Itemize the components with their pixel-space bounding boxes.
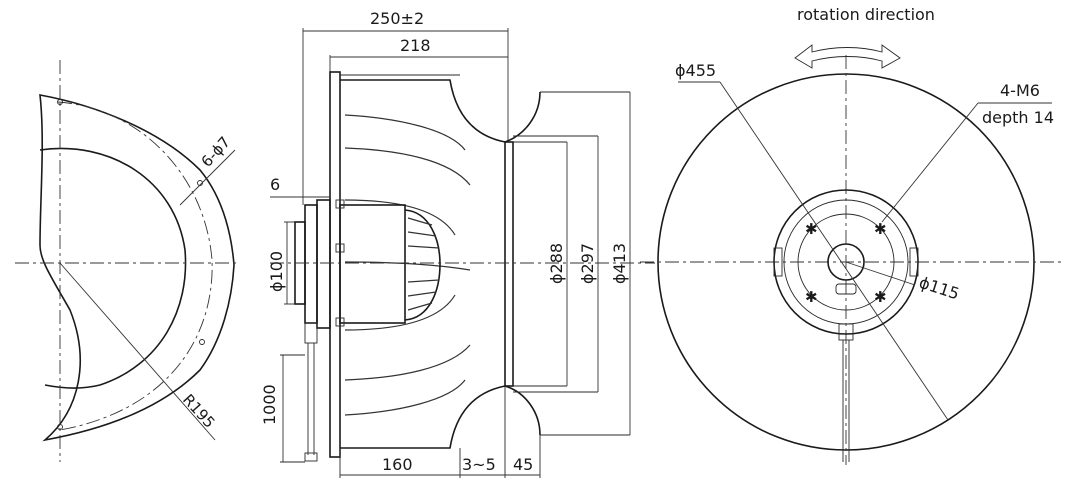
blade	[344, 199, 456, 236]
dim-160-label: 160	[382, 455, 413, 474]
hole-leader	[179, 149, 236, 206]
motor-flange	[304, 204, 318, 324]
blade	[344, 344, 471, 381]
dim-3-5-label: 3~5	[462, 455, 496, 474]
cooling-fin	[407, 231, 437, 237]
flange-inner-arc	[39, 147, 187, 389]
cooling-fin	[407, 291, 437, 297]
cable-end	[304, 452, 318, 462]
blade	[344, 294, 456, 331]
bolt-head	[335, 317, 345, 327]
motor-body	[339, 204, 406, 324]
shroud-bottom	[340, 385, 506, 449]
thread-hole-mark: ✱	[805, 288, 818, 306]
motor-end-cap	[404, 209, 441, 321]
hub-bolt-circle	[797, 213, 895, 311]
fan-front-view: rotation direction ✱ ✱ ✱ ✱ ϕ455 4-M6	[640, 5, 1065, 465]
cooling-fin	[407, 279, 440, 283]
dim-100-label: ϕ100	[267, 251, 286, 292]
cooling-fin	[407, 217, 433, 226]
leader-115	[845, 261, 916, 286]
cooling-fin	[407, 302, 433, 311]
radius-leader	[59, 262, 216, 441]
hole-label: 6-ϕ7	[198, 133, 234, 171]
radius-label: R195	[179, 391, 219, 432]
dim-218-label: 218	[400, 36, 431, 55]
rotation-label: rotation direction	[797, 5, 935, 24]
inlet-lip-bottom	[504, 385, 541, 436]
flange-partial-view: 6-ϕ7 R195	[15, 60, 240, 462]
leader-455-diag	[719, 81, 949, 421]
bolt-head	[335, 199, 345, 209]
dim-297-label: ϕ297	[578, 243, 597, 284]
dim-45-label: 45	[513, 455, 533, 474]
rotation-arrow-icon	[794, 44, 901, 69]
cable-gland-front	[838, 323, 854, 341]
bolt-head	[335, 243, 345, 253]
thread-hole-mark: ✱	[805, 220, 818, 238]
thread-hole-mark: ✱	[874, 288, 887, 306]
inlet-lip-top	[504, 91, 541, 143]
dim-288-label: ϕ288	[547, 243, 566, 284]
dim-115-label: ϕ115	[917, 273, 962, 304]
depth-label: depth 14	[982, 108, 1054, 127]
dim-overall-label: 250±2	[370, 9, 424, 28]
dim-455-label: ϕ455	[675, 61, 716, 80]
cooling-fin	[407, 245, 440, 249]
fan-side-view: 250±2 218 ϕ288 ϕ297 ϕ413	[260, 9, 655, 478]
blade	[344, 261, 471, 271]
leader-m6-diag	[881, 102, 979, 223]
hub-slot	[773, 247, 783, 277]
bolt-hole	[199, 339, 205, 345]
dim-1000-label: 1000	[260, 384, 279, 425]
cable-gland	[304, 322, 318, 344]
blade	[344, 379, 466, 416]
motor-flange-plate	[316, 199, 331, 329]
back-plate	[329, 71, 341, 458]
shroud-top	[340, 79, 506, 143]
dim-413-label: ϕ413	[610, 243, 629, 284]
thread-label: 4-M6	[1000, 81, 1040, 100]
flange-outline	[39, 94, 235, 442]
inlet-ring-inner	[504, 141, 514, 387]
hub-center	[827, 243, 865, 281]
hub-slot	[909, 247, 919, 277]
blade	[344, 147, 471, 186]
hub-label-plate	[835, 283, 857, 295]
dim-6-label: 6	[270, 175, 280, 194]
blade	[344, 114, 466, 151]
thread-hole-mark: ✱	[874, 220, 887, 238]
